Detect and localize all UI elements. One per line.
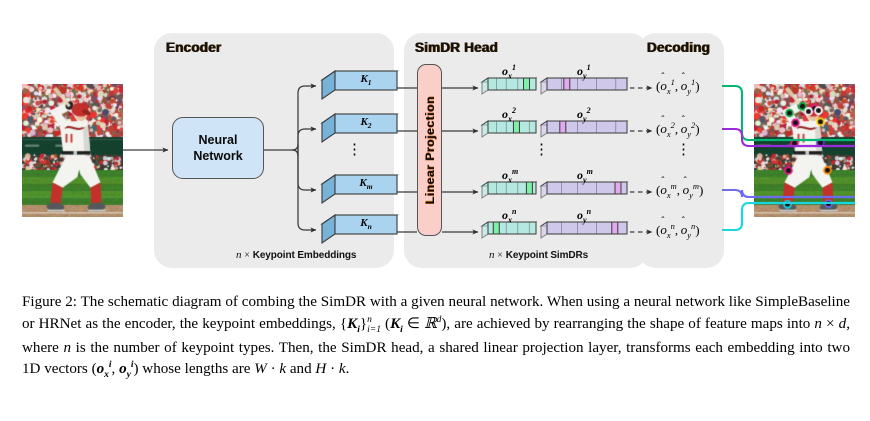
decoding-coord-n: (ôxn, ôyn) [656,221,700,240]
output-image-canvas [754,84,855,217]
encoder-footer-text: Keypoint Embeddings [252,250,357,261]
neural-network-line2: Network [193,149,243,163]
simdr-bar-x-label-2: ox2 [502,106,516,124]
input-image [22,84,123,217]
simdr-bar-y-1 [539,77,629,96]
simdr-bar-y-label-n: oyn [577,207,592,225]
simdr-bar-x-label-1: ox1 [502,63,516,81]
simdr-bar-y-label-1: oy1 [577,63,591,81]
keypoint-embedding-n: Kn [320,213,399,244]
simdr-bar-y-label-m: oym [577,167,593,185]
input-image-canvas [22,84,123,217]
simdr-bar-y-m [539,181,629,200]
linear-projection-box: Linear Projection [417,64,442,236]
output-image [754,84,855,217]
simdr-footer-n: n [489,249,495,261]
decoding-wire-n [722,201,854,232]
keypoint-embedding-1: K1 [320,69,399,100]
panel-simdr-head-title: SimDR Head [415,40,499,55]
simdr-bar-y-label-2: oy2 [577,106,591,124]
simdr-bar-y-n [539,221,629,240]
decoding-wire-2 [722,127,854,148]
decoding-wire-1 [722,84,854,142]
encoder-footer-label: n × Keypoint Embeddings [236,249,356,261]
simdr-bar-x-2 [480,120,538,139]
decoding-coord-1: (ôx1, ôy1) [656,77,700,96]
decoding-wire-m [722,188,854,199]
decoding-wire-group [722,84,854,232]
simdr-bar-x-m [480,181,538,200]
panel-decoding [638,33,724,268]
simdr-footer-times: × [497,250,503,261]
encoder-footer-n: n [236,249,242,261]
simdr-bar-y-2 [539,120,629,139]
panel-decoding-title: Decoding [647,40,711,55]
encoder-footer-times: × [244,250,250,261]
simdr-bar-x-label-m: oxm [502,167,519,185]
panel-encoder-title: Encoder [166,40,222,55]
figure-caption: Figure 2: The schematic diagram of combi… [22,294,850,381]
simdr-bar-x-1 [480,77,538,96]
simdr-footer-text: Keypoint SimDRs [505,250,589,261]
simdr-footer-label: n × Keypoint SimDRs [489,249,588,261]
connector-wires [123,83,854,235]
simdr-bar-x-label-n: oxn [502,207,517,225]
simdr-bar-x-n [480,221,538,240]
decoding-coord-2: (ôx2, ôy2) [656,120,700,139]
neural-network-box: Neural Network [172,117,264,179]
neural-network-line1: Neural [198,132,238,147]
keypoint-embedding-m: Km [320,173,399,204]
decoding-coord-m: (ôxm, ôym) [656,181,704,200]
